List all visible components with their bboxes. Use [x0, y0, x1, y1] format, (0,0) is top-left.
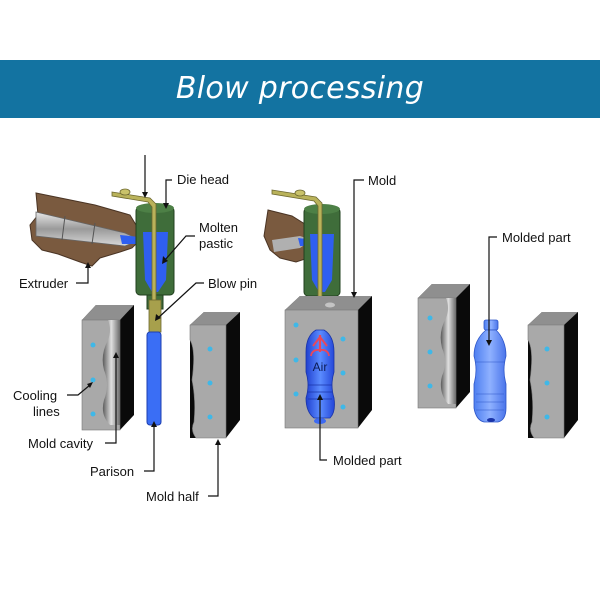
cooling-line-dot: [90, 411, 96, 417]
svg-text:pastic: pastic: [199, 236, 233, 251]
svg-text:Molded part: Molded part: [333, 453, 402, 468]
extruder-partial: [263, 209, 315, 263]
svg-text:Blow pin: Blow pin: [208, 276, 257, 291]
svg-text:lines: lines: [33, 404, 60, 419]
svg-text:Mold cavity: Mold cavity: [28, 436, 94, 451]
label-mold: Mold: [351, 173, 396, 298]
cooling-line-dot: [207, 414, 213, 420]
mold-half-right-open: [527, 312, 578, 439]
stage-1-extrusion: Die head Molten pastic Extruder Blow pin…: [13, 155, 257, 504]
svg-text:Molten: Molten: [199, 220, 238, 235]
cooling-line-dot: [293, 357, 299, 363]
label-cooling-lines: Cooling lines: [13, 382, 93, 419]
cooling-line-dot: [340, 370, 346, 376]
stage-2-blowing: Air Mold Molded part: [263, 173, 402, 468]
label-molded-part-3: Molded part: [486, 230, 571, 346]
air-flow-arrows: [310, 335, 330, 357]
page-title: Blow processing: [175, 70, 425, 106]
mold-half-left: [81, 305, 134, 431]
extruder: [29, 192, 150, 267]
label-molded-part-2: Molded part: [317, 394, 402, 468]
svg-text:Parison: Parison: [90, 464, 134, 479]
air-label: Air: [313, 360, 328, 374]
svg-text:Cooling: Cooling: [13, 388, 57, 403]
label-blow-pin: Blow pin: [155, 276, 257, 321]
cooling-line-dot: [544, 380, 550, 386]
cooling-line-dot: [90, 342, 96, 348]
cooling-line-dot: [427, 383, 433, 389]
label-extruder: Extruder: [19, 262, 91, 291]
mold-half-right: [189, 312, 240, 439]
svg-text:Mold: Mold: [368, 173, 396, 188]
label-molten-plastic: Molten pastic: [162, 220, 238, 264]
label-parison: Parison: [90, 421, 157, 479]
stage-3-ejection: Molded part: [417, 230, 578, 439]
cooling-line-dot: [340, 404, 346, 410]
title-banner: Blow processing: [0, 60, 600, 118]
svg-text:Die head: Die head: [177, 172, 229, 187]
molded-bottle: [473, 319, 507, 423]
svg-text:Extruder: Extruder: [19, 276, 69, 291]
label-die-head: Die head: [163, 172, 229, 209]
svg-text:Mold half: Mold half: [146, 489, 199, 504]
label-mold-cavity: Mold cavity: [28, 352, 119, 451]
cooling-line-dot: [293, 322, 299, 328]
closed-mold: Air: [284, 296, 372, 429]
mold-half-left-open: [417, 284, 470, 409]
cooling-line-dot: [207, 380, 213, 386]
cooling-line-dot: [90, 377, 96, 383]
cooling-line-dot: [544, 414, 550, 420]
svg-text:Molded part: Molded part: [502, 230, 571, 245]
cooling-line-dot: [293, 391, 299, 397]
parison: [146, 331, 162, 426]
cooling-line-dot: [207, 346, 213, 352]
cooling-line-dot: [427, 349, 433, 355]
label-mold-half: Mold half: [146, 439, 221, 504]
cooling-line-dot: [427, 315, 433, 321]
cooling-line-dot: [544, 346, 550, 352]
cooling-line-dot: [340, 336, 346, 342]
